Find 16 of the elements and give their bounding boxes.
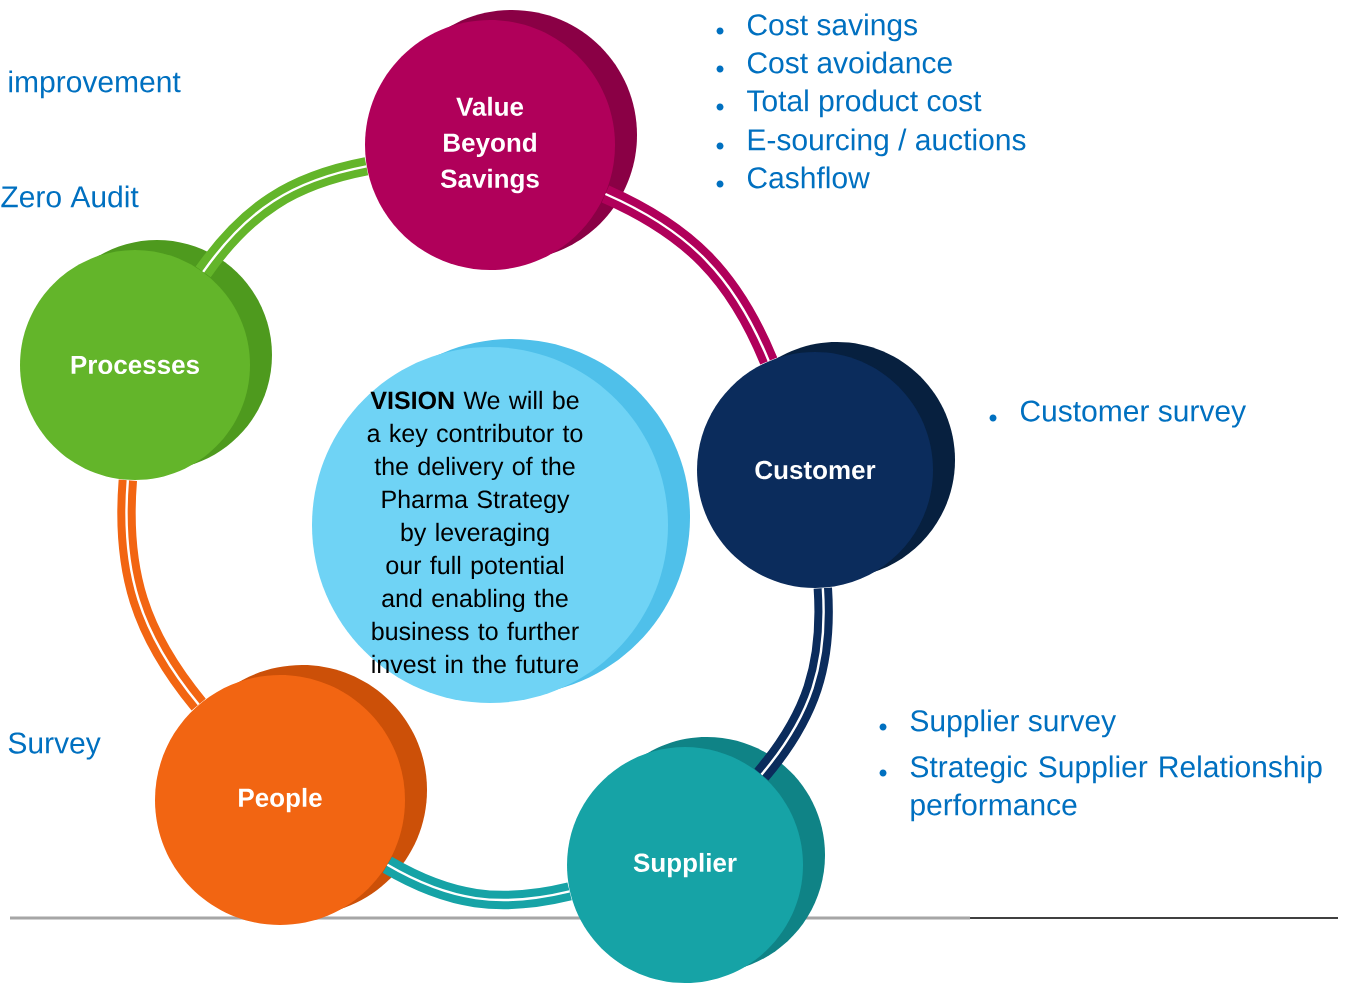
bullet-item: Cost avoidance [716,51,952,74]
ring-band [117,479,206,711]
ring-band [382,856,572,910]
bullet-item: Customer survey [989,400,1247,428]
bullet-item: E-sourcing / auctions [716,128,1026,157]
bullet-item: Cost savings [716,13,917,42]
bullet-item: Total product cost [716,89,982,118]
label-text: Zero Audit [1,185,139,208]
label-text: improvement [9,70,181,99]
label-text: Survey [8,732,101,760]
ring-band [195,157,369,278]
ring-band [754,587,833,781]
bullet-item: Supplier survey [879,709,1117,738]
ring-band [601,185,778,365]
bullet-item: Strategic Supplier Relationship performance [879,755,1322,822]
bullet-item: Cashflow [716,166,870,189]
